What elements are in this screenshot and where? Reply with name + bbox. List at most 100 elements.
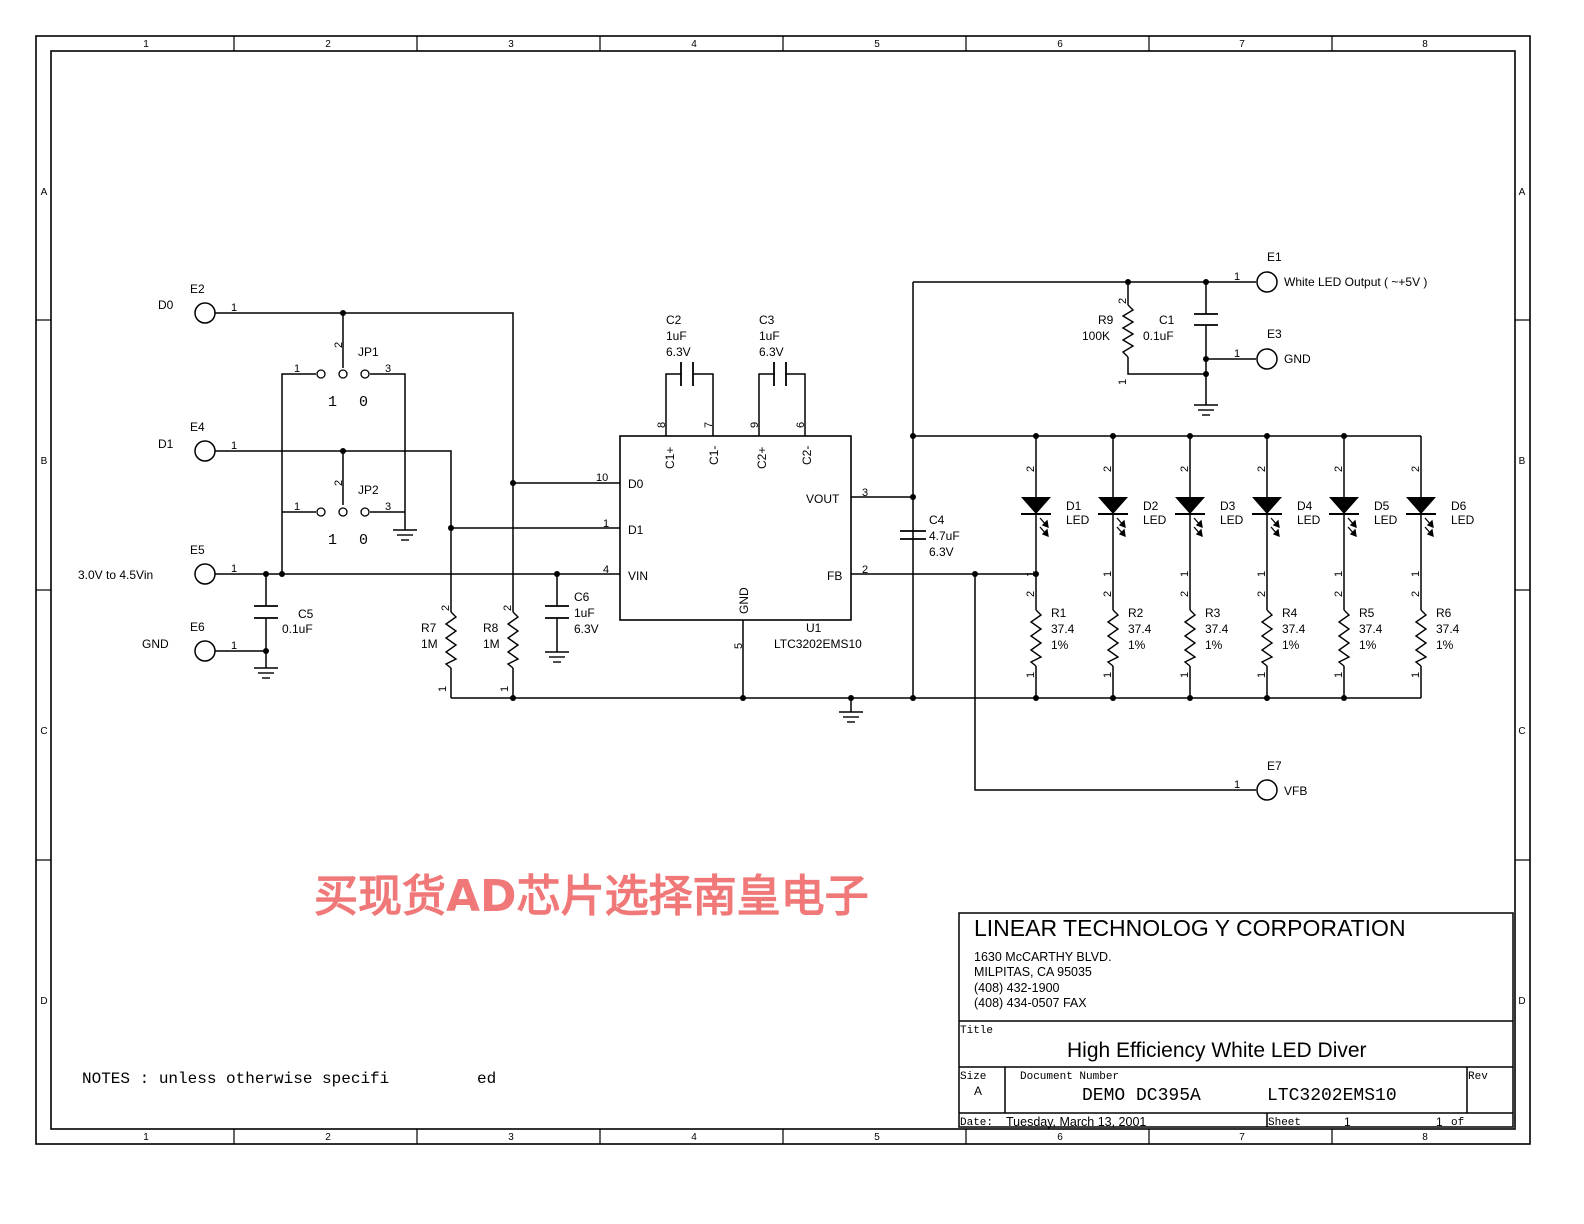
pin-number: 2 [1256, 591, 1268, 597]
col-label-top: 5 [874, 39, 880, 50]
ref-label: C1 [1159, 313, 1175, 327]
pin-number: 1 [1333, 571, 1345, 577]
watermark-text: 买现货AD芯片选择南皇电子 [314, 871, 869, 922]
pin-name-vin: VIN [628, 569, 648, 583]
capacitor-c4: C4 4.7uF 6.3V [900, 513, 960, 559]
ref-label: JP2 [358, 483, 379, 497]
pin-number: 2 [1179, 466, 1191, 472]
pin-number: 2 [1333, 591, 1345, 597]
sheet-label: Sheet [1268, 1117, 1301, 1129]
col-label-bottom: 1 [143, 1132, 149, 1143]
col-label-bottom: 8 [1422, 1132, 1428, 1143]
value-label: 0.1uF [1143, 329, 1174, 343]
value-label: 0.1uF [282, 622, 313, 636]
ref-label: R7 [421, 621, 437, 635]
pin-num-c1p: 8 [656, 422, 668, 428]
ref-label: E5 [190, 543, 205, 557]
pin-number: 2 [1025, 466, 1037, 472]
resistor-value-label: 37.4 [1436, 622, 1460, 636]
value-label: 4.7uF [929, 529, 960, 543]
pin-number: 1 [1102, 672, 1114, 678]
led-value-label: LED [1143, 513, 1167, 527]
net-label: GND [142, 637, 169, 651]
ground-icon [545, 651, 569, 663]
pin-number: 1 [1025, 571, 1037, 577]
resistor-tolerance-label: 1% [1436, 638, 1454, 652]
resistor-icon [1337, 609, 1351, 667]
col-label-top: 3 [508, 39, 514, 50]
capacitor-icon [680, 362, 694, 386]
pin-num-d1: 1 [603, 518, 609, 530]
pin-number: 2 [333, 480, 345, 486]
led-value-label: LED [1451, 513, 1475, 527]
light-arrow-icon [1193, 517, 1203, 538]
ic-body [619, 435, 852, 621]
turret-icon [194, 302, 216, 324]
col-label-bottom: 3 [508, 1132, 514, 1143]
pin-name-gnd: GND [737, 587, 751, 614]
pin-number: 2 [333, 342, 345, 348]
pin-name-c2p: C2+ [755, 447, 769, 469]
voltage-label: 6.3V [574, 622, 599, 636]
jumper-pin-icon [360, 507, 370, 517]
col-label-top: 2 [325, 39, 331, 50]
resistor-icon [1121, 304, 1135, 358]
pin-number: 1 [1102, 571, 1114, 577]
pin-number: 1 [231, 563, 237, 575]
document-number-demo: DEMO DC395A [1082, 1086, 1201, 1106]
value-label: 1M [483, 637, 500, 651]
pin-num-fb: 2 [862, 564, 868, 576]
pin-number: 1 [294, 363, 300, 375]
col-label-top: 8 [1422, 39, 1428, 50]
pin-number: 2 [1102, 466, 1114, 472]
led-ref-label: D3 [1220, 499, 1236, 513]
jumper-pin-icon [338, 507, 348, 517]
row-label-left: C [40, 726, 47, 737]
pin-name-c1m: C1- [707, 446, 721, 465]
company-fax: (408) 434-0507 FAX [974, 996, 1087, 1010]
capacitor-c6: C6 1uF 6.3V [545, 590, 599, 636]
company-name: LINEAR TECHNOLOG Y CORPORATION [974, 915, 1406, 941]
col-label-bottom: 7 [1239, 1132, 1245, 1143]
ref-label: JP1 [358, 345, 379, 359]
jumper-pin-icon [338, 369, 348, 379]
part-label: LTC3202EMS10 [774, 637, 862, 651]
resistor-r8: R8 1M 2 1 [483, 605, 520, 692]
date-value: Tuesday, March 13, 2001 [1006, 1115, 1146, 1129]
led-value-label: LED [1066, 513, 1090, 527]
size-value: A [974, 1084, 982, 1098]
position-label: 1 [328, 394, 337, 411]
led-icon [1329, 497, 1359, 514]
jumper-jp2: JP2 1 2 3 1 0 [294, 480, 391, 549]
resistor-icon [1029, 609, 1043, 667]
net-label: White LED Output ( ~+5V ) [1284, 275, 1427, 289]
resistor-ref-label: R3 [1205, 606, 1221, 620]
pin-name-d0: D0 [628, 477, 644, 491]
capacitor-c5: C5 0.1uF [254, 605, 314, 636]
junctions [263, 279, 1347, 701]
pin-num-d0: 10 [596, 472, 608, 484]
ref-label: R9 [1098, 313, 1114, 327]
pin-number: 1 [1256, 672, 1268, 678]
resistor-r9: R9 100K 2 1 [1082, 298, 1135, 385]
pin-number: 1 [1179, 571, 1191, 577]
document-number-part: LTC3202EMS10 [1267, 1086, 1397, 1106]
size-label: Size [960, 1071, 986, 1083]
net-label: D1 [158, 437, 174, 451]
ref-label: C4 [929, 513, 945, 527]
pin-number: 1 [1333, 672, 1345, 678]
document-number-label: Document Number [1020, 1071, 1119, 1083]
pin-number: 2 [502, 605, 514, 611]
title-label: Title [960, 1025, 993, 1037]
turret-icon [1256, 348, 1278, 370]
col-label-bottom: 6 [1057, 1132, 1063, 1143]
ref-label: R8 [483, 621, 499, 635]
resistor-ref-label: R6 [1436, 606, 1452, 620]
pin-num-c2m: 6 [795, 422, 807, 428]
light-arrow-icon [1424, 517, 1434, 538]
led-ref-label: D6 [1451, 499, 1467, 513]
jumper-jp1: JP1 1 2 3 1 0 [294, 342, 391, 411]
col-label-top: 6 [1057, 39, 1063, 50]
